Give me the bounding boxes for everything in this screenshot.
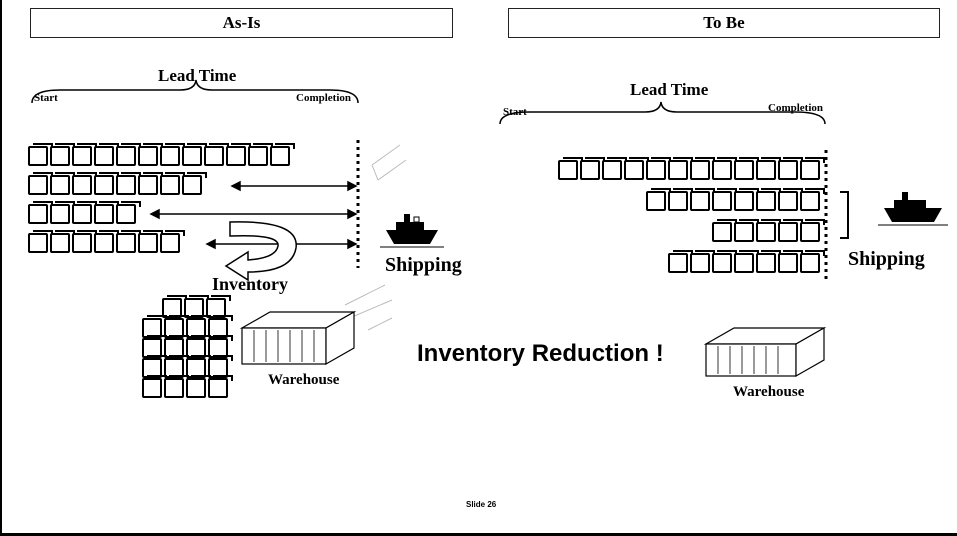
as-is-row-4-box — [72, 233, 92, 253]
as-is-row-4-box — [138, 233, 158, 253]
to-be-row-4-box — [778, 253, 798, 273]
to-be-row-2-box — [756, 191, 776, 211]
as-is-row-2-box — [50, 175, 70, 195]
to-be-row-4-box — [712, 253, 732, 273]
as-is-row-1-box — [226, 146, 246, 166]
to-be-row-1-box — [800, 160, 820, 180]
to-be-shipping-label: Shipping — [848, 248, 925, 271]
as-is-row-2-box — [72, 175, 92, 195]
as-is-row-2-box — [28, 175, 48, 195]
to-be-row-1-box — [778, 160, 798, 180]
ship-icon-to-be — [878, 192, 948, 225]
to-be-row-2-box — [712, 191, 732, 211]
as-is-row-1-box — [72, 146, 92, 166]
as-is-shipping-label: Shipping — [385, 254, 462, 277]
ship-icon-as-is — [380, 214, 444, 247]
inventory-box — [186, 378, 206, 398]
as-is-row-4-box — [94, 233, 114, 253]
as-is-row-2-box — [94, 175, 114, 195]
to-be-row-1-box — [756, 160, 776, 180]
to-be-row-2-box — [778, 191, 798, 211]
slide-number: Slide 26 — [466, 500, 496, 509]
to-be-row-1-box — [558, 160, 578, 180]
as-is-row-2-box — [182, 175, 202, 195]
to-be-row-1-box — [668, 160, 688, 180]
inventory-box — [142, 378, 162, 398]
to-be-row-4-box — [668, 253, 688, 273]
to-be-row-2-box — [668, 191, 688, 211]
as-is-row-1-box — [248, 146, 268, 166]
to-be-row-3-box — [778, 222, 798, 242]
to-be-row-4-box — [734, 253, 754, 273]
to-be-row-2-box — [690, 191, 710, 211]
to-be-warehouse-label: Warehouse — [733, 384, 804, 401]
to-be-row-3-box — [756, 222, 776, 242]
as-is-row-2-box — [160, 175, 180, 195]
to-be-row-1-box — [646, 160, 666, 180]
as-is-row-1-box — [28, 146, 48, 166]
inventory-box — [164, 378, 184, 398]
to-be-row-3-box — [734, 222, 754, 242]
to-be-row-3-box — [800, 222, 820, 242]
as-is-row-3-box — [28, 204, 48, 224]
as-is-row-2-box — [138, 175, 158, 195]
as-is-row-4-box — [50, 233, 70, 253]
inventory-label: Inventory — [212, 274, 288, 295]
as-is-row-2-box — [116, 175, 136, 195]
to-be-row-2-box — [800, 191, 820, 211]
to-be-connector — [840, 192, 848, 238]
as-is-row-1-box — [50, 146, 70, 166]
as-is-row-1-box — [94, 146, 114, 166]
to-be-row-1-box — [602, 160, 622, 180]
as-is-row-1-box — [116, 146, 136, 166]
inventory-reduction-headline: Inventory Reduction ! — [417, 340, 664, 368]
to-be-row-4-box — [756, 253, 776, 273]
as-is-row-3-box — [94, 204, 114, 224]
as-is-row-3-box — [50, 204, 70, 224]
as-is-row-1-box — [138, 146, 158, 166]
to-be-row-2-box — [734, 191, 754, 211]
to-be-row-2-box — [646, 191, 666, 211]
as-is-row-1-box — [182, 146, 202, 166]
as-is-row-3-box — [72, 204, 92, 224]
to-be-row-1-box — [734, 160, 754, 180]
as-is-warehouse-label: Warehouse — [268, 372, 339, 389]
to-be-row-3-box — [712, 222, 732, 242]
inventory-curved-arrow — [226, 222, 296, 280]
as-is-lead-time-brace — [32, 80, 358, 103]
to-be-row-1-box — [624, 160, 644, 180]
as-is-row-3-box — [116, 204, 136, 224]
to-be-row-1-box — [690, 160, 710, 180]
to-be-lead-time-brace — [500, 102, 825, 124]
as-is-row-4-box — [28, 233, 48, 253]
to-be-row-1-box — [712, 160, 732, 180]
to-be-row-4-box — [800, 253, 820, 273]
to-be-row-4-box — [690, 253, 710, 273]
as-is-row-4-box — [160, 233, 180, 253]
as-is-row-1-box — [270, 146, 290, 166]
as-is-row-4-box — [116, 233, 136, 253]
as-is-row-1-box — [160, 146, 180, 166]
inventory-box — [208, 378, 228, 398]
as-is-row-1-box — [204, 146, 224, 166]
warehouse-icon-to-be — [706, 328, 824, 376]
to-be-row-1-box — [580, 160, 600, 180]
warehouse-icon-as-is — [242, 312, 354, 364]
